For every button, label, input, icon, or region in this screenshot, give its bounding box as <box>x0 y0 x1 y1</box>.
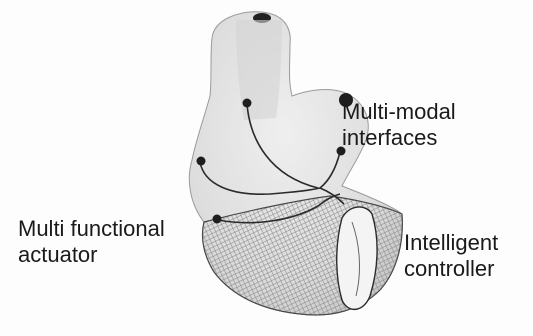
sensor-node <box>197 157 206 166</box>
label-multi-functional-actuator: Multi functional actuator <box>18 216 165 268</box>
label-line: controller <box>404 256 498 282</box>
sensor-node <box>213 215 222 224</box>
label-line: interfaces <box>342 125 456 151</box>
label-line: Multi-modal <box>342 99 456 125</box>
label-line: actuator <box>18 242 165 268</box>
label-multi-modal-interfaces: Multi-modal interfaces <box>342 99 456 151</box>
label-line: Intelligent <box>404 230 498 256</box>
vessel <box>236 20 282 120</box>
label-intelligent-controller: Intelligent controller <box>404 230 498 282</box>
label-line: Multi functional <box>18 216 165 242</box>
sensor-node <box>243 99 252 108</box>
